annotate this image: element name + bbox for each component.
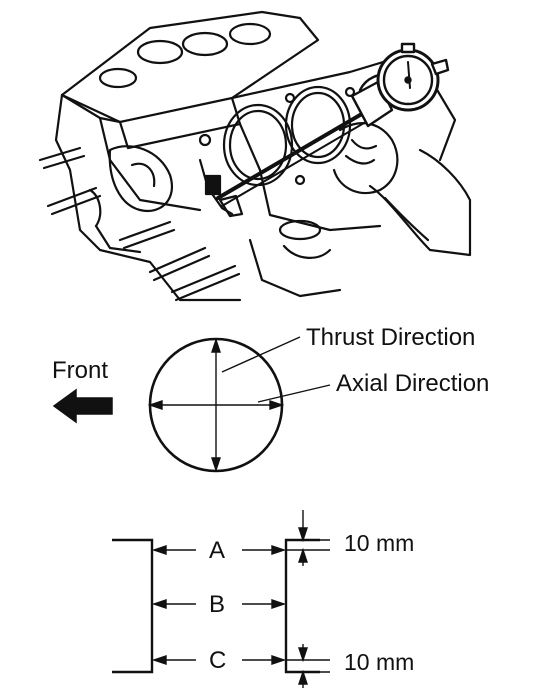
position-a-line bbox=[151, 545, 287, 555]
top-offset-dimension bbox=[286, 510, 330, 566]
axial-direction-line bbox=[147, 400, 285, 410]
position-a-label: A bbox=[209, 537, 225, 564]
position-b-line bbox=[151, 599, 287, 609]
axial-leader-line bbox=[257, 384, 331, 403]
bottom-offset-label: 10 mm bbox=[344, 649, 414, 675]
thrust-leader-line bbox=[221, 336, 301, 373]
cylinder-wall-left bbox=[112, 538, 154, 674]
position-c-label: C bbox=[209, 647, 226, 674]
measuring-positions-view: A B C 10 mm 10 mm bbox=[112, 510, 414, 688]
bore-section-view: Front Thrust Direction Axial Direction bbox=[52, 324, 489, 473]
bottom-offset-dimension bbox=[286, 644, 330, 688]
thrust-direction-label: Thrust Direction bbox=[306, 324, 475, 351]
left-arrow-icon bbox=[52, 388, 113, 424]
dial-bore-gauge-icon bbox=[216, 42, 450, 207]
position-c-line bbox=[151, 655, 287, 665]
position-b-label: B bbox=[209, 591, 225, 618]
top-offset-label: 10 mm bbox=[344, 530, 414, 556]
axial-direction-label: Axial Direction bbox=[336, 370, 489, 397]
front-label: Front bbox=[52, 357, 108, 384]
